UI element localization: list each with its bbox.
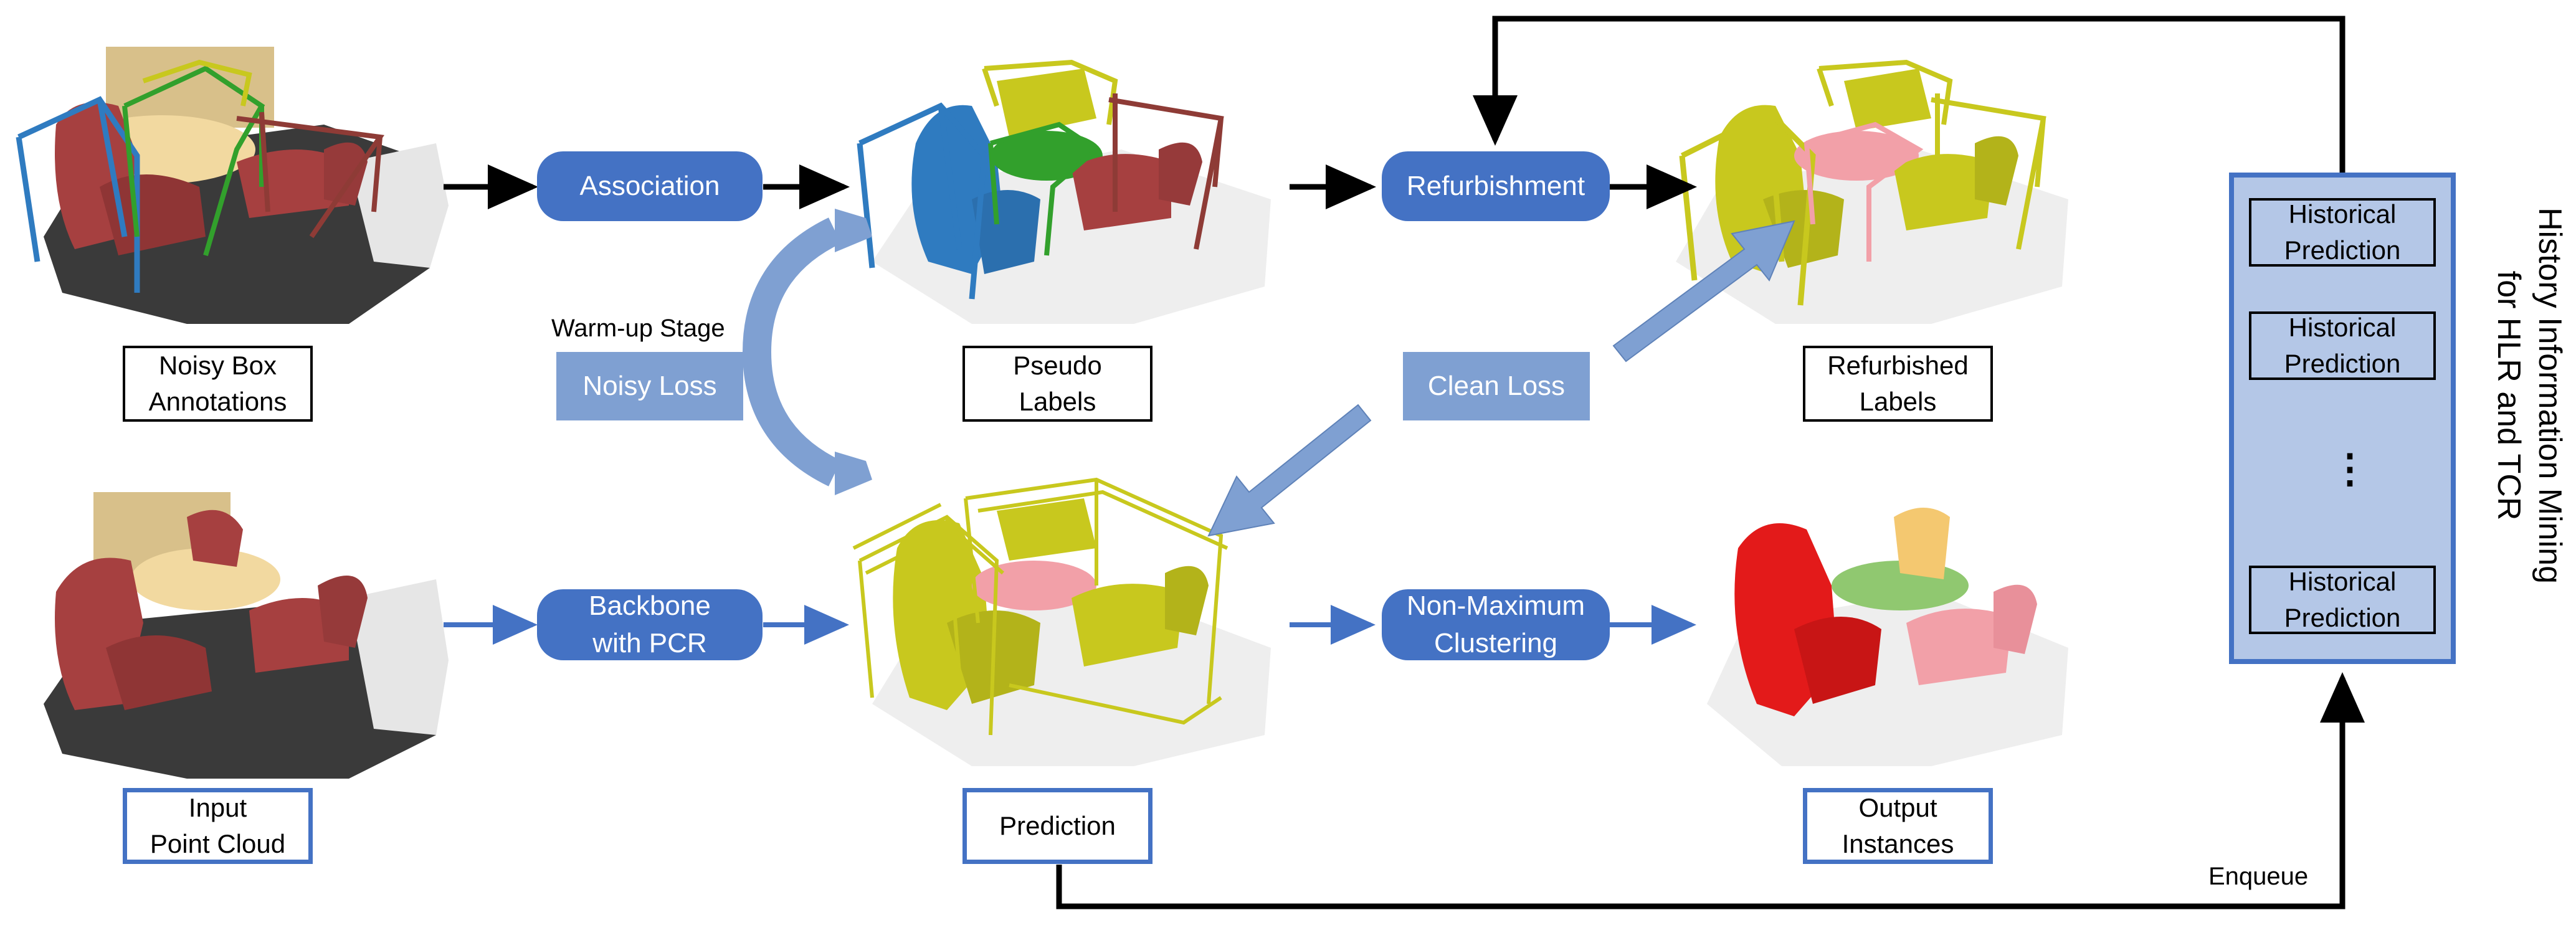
noisy-loss-curved-arrow (742, 217, 842, 486)
pseudo-labels-scene-image (857, 59, 1271, 324)
output-instances-caption: Output Instances (1803, 788, 1993, 864)
refurbishment-label: Refurbishment (1406, 171, 1585, 201)
refurbished-labels-scene-image (1676, 59, 2068, 324)
arrow-history-to-refurbished (1473, 16, 2345, 173)
pseudo-labels-caption: Pseudo Labels (962, 346, 1153, 422)
output-instances-scene-image (1707, 508, 2068, 766)
prediction-scene-image (852, 477, 1271, 766)
input-point-cloud-caption: Input Point Cloud (123, 788, 313, 864)
noisy-loss-box: Noisy Loss (556, 352, 743, 420)
noisy-box-scene-image (16, 47, 449, 324)
history-mining-title: History Information Mining for HLR and T… (2491, 207, 2568, 584)
warmup-stage-label: Warm-up Stage (551, 315, 725, 342)
association-step: Association (537, 151, 763, 221)
backbone-step: Backbone with PCR (537, 589, 763, 660)
clean-loss-box: Clean Loss (1403, 352, 1590, 420)
clean-loss-arrow-down (1207, 404, 1372, 537)
historical-prediction-2: Historical Prediction (2249, 311, 2436, 380)
clean-loss-arrow-up (1612, 220, 1795, 363)
prediction-caption: Prediction (962, 788, 1153, 864)
input-point-cloud-image (44, 492, 449, 779)
nms-step: Non-Maximum Clustering (1382, 589, 1610, 660)
refurbished-labels-caption: Refurbished Labels (1803, 346, 1993, 422)
noisy-loss-arrowhead-bottom (835, 452, 872, 495)
nms-label: Non-Maximum Clustering (1406, 591, 1585, 658)
history-ellipsis: ⋮ (2330, 446, 2370, 491)
refurbishment-step: Refurbishment (1382, 151, 1610, 221)
association-label: Association (579, 171, 720, 201)
clean-loss-label: Clean Loss (1427, 371, 1566, 401)
noisy-loss-arrowhead-top (835, 209, 872, 252)
backbone-label: Backbone with PCR (589, 591, 711, 658)
historical-prediction-1: Historical Prediction (2249, 198, 2436, 267)
enqueue-label: Enqueue (2208, 863, 2309, 890)
historical-prediction-3: Historical Prediction (2249, 566, 2436, 634)
flow-arrows (444, 16, 2365, 909)
arrow-enqueue-prediction-to-history (1056, 672, 2365, 909)
noisy-loss-label: Noisy Loss (582, 371, 717, 401)
noisy-box-annotations-caption: Noisy Box Annotations (123, 346, 313, 422)
